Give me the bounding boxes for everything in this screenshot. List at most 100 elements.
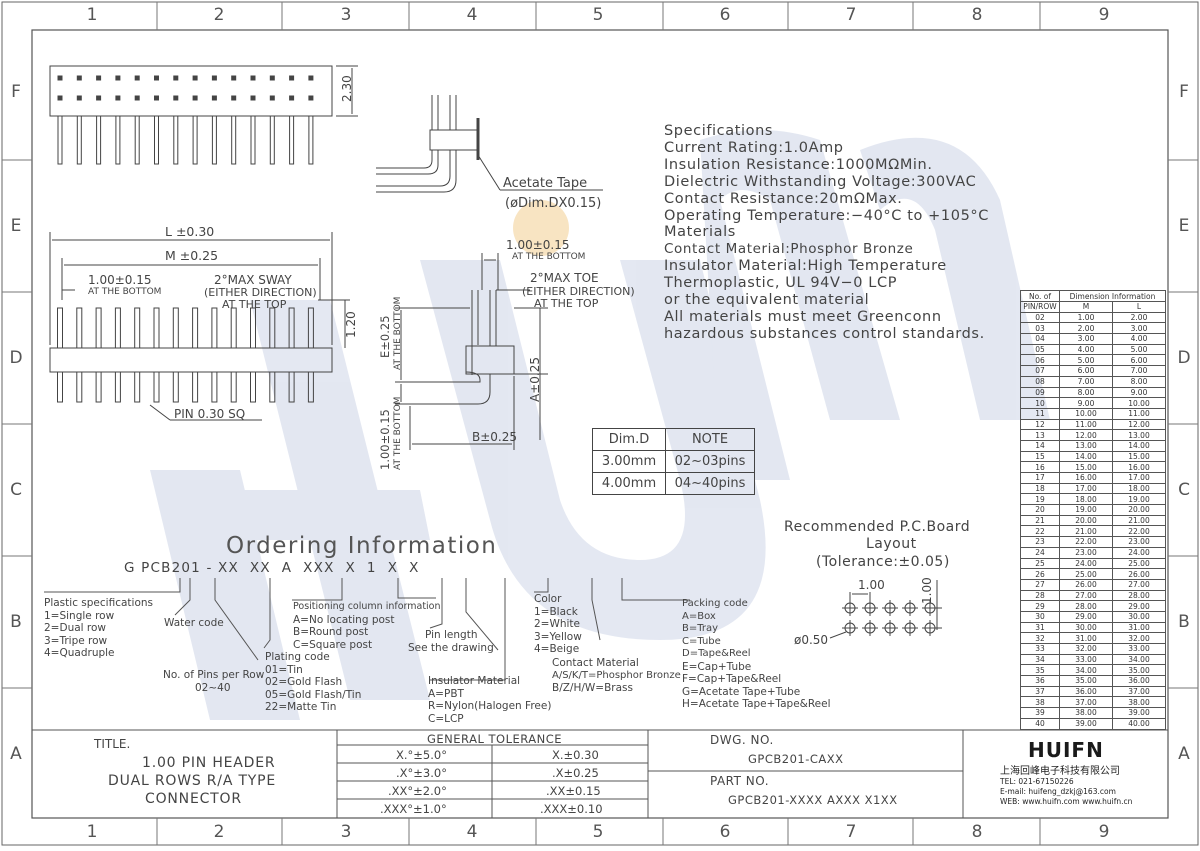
plating-opt: 05=Gold Flash/Tin (265, 688, 362, 701)
tolerance-linear: .X±0.25 (552, 766, 599, 780)
grid-col-3: 3 (340, 5, 352, 25)
tolerance-angle: X.°±5.0° (396, 748, 447, 762)
positioning-title: Positioning column information (293, 601, 441, 612)
spec-line: Materials (664, 224, 736, 240)
spec-line: Insulation Resistance:1000MΩMin. (664, 157, 933, 173)
tolerance-angle: .XX°±2.0° (388, 784, 447, 798)
grid-col-7-bottom: 7 (845, 822, 857, 842)
company-tel: TEL: 021-67150226 (1000, 777, 1074, 786)
dim-l-cell: 13.00 (1112, 429, 1166, 441)
toe-note-1: 2°MAX TOE (530, 271, 599, 285)
dim-l-cell: 4.00 (1112, 333, 1166, 345)
grid-col-8-bottom: 8 (971, 822, 983, 842)
spec-line: Current Rating:1.0Amp (664, 140, 844, 156)
title-line-1: 1.00 PIN HEADER (142, 755, 276, 771)
title-label: TITLE. (94, 737, 131, 751)
grid-col-1: 1 (86, 5, 98, 25)
spec-line: All materials must meet Greenconn (664, 309, 942, 325)
dim-table-header-dim: Dimension Information (1059, 290, 1166, 302)
grid-col-2-bottom: 2 (213, 822, 225, 842)
note-cell: 04~40pins (665, 472, 755, 495)
spec-line: Contact Resistance:20mΩMax. (664, 191, 903, 207)
dim-l-cell: 6.00 (1112, 354, 1166, 367)
dwg-number: GPCB201-CAXX (748, 752, 844, 766)
tolerance-linear: .XX±0.15 (546, 784, 601, 798)
grid-row-C-right: C (1178, 480, 1190, 500)
pcb-pitch-h: 1.00 (858, 578, 885, 592)
insulator-material: Insulator Material A=PBT R=Nylon(Halogen… (428, 675, 551, 725)
pcb-title-1: Recommended P.C.Board (784, 519, 971, 535)
tolerance-header: GENERAL TOLERANCE (427, 732, 563, 746)
grid-col-6: 6 (719, 5, 731, 25)
dim-l-cell: 12.00 (1112, 418, 1166, 431)
ordering-code: G PCB201 - XX XX A XXX X 1 X X (124, 560, 420, 576)
note-header: NOTE (665, 428, 755, 451)
tolerance-angle: .XXX°±1.0° (380, 802, 447, 816)
pins-per-row-range: 02~40 (195, 681, 231, 694)
dim-l-cell: 11.00 (1112, 407, 1166, 420)
grid-col-3-bottom: 3 (340, 822, 352, 842)
dim-l-cell: 9.00 (1112, 386, 1166, 399)
dim-d-cell: 4.00mm (592, 472, 666, 495)
grid-col-5-bottom: 5 (592, 822, 604, 842)
pin-length-note: See the drawing (408, 641, 494, 654)
positioning-opt: A=No locating post (293, 613, 395, 626)
packing-opt: C=Tube (682, 635, 721, 647)
dim-l-cell: 19.00 (1112, 493, 1166, 506)
grid-row-F-right: F (1179, 82, 1189, 102)
dim-d-table: Dim.D NOTE 3.00mm 02~03pins 4.00mm 04~40… (592, 428, 755, 495)
grid-col-9: 9 (1098, 5, 1110, 25)
company-web: WEB: www.huifn.com www.huifn.cn (1000, 797, 1133, 806)
dim-l-cell: 16.00 (1112, 461, 1166, 473)
grid-col-4: 4 (466, 5, 478, 25)
grid-col-6-bottom: 6 (719, 822, 731, 842)
plating-code: Plating code 01=Tin 02=Gold Flash 05=Gol… (265, 651, 361, 714)
insulator-opt: R=Nylon(Halogen Free) (428, 700, 552, 712)
pin-sq-note: PIN 0.30 SQ (174, 407, 246, 421)
pins-per-row-title: No. of Pins per Row (163, 669, 265, 681)
sway-note-2: (EITHER DIRECTION) (204, 286, 317, 299)
title-line-3: CONNECTOR (145, 791, 242, 807)
packing-opt: A=Box (682, 610, 716, 622)
grid-col-9-bottom: 9 (1098, 822, 1110, 842)
dim-d-header: Dim.D (592, 428, 666, 451)
dwg-label: DWG. NO. (710, 733, 774, 747)
note-cell: 02~03pins (665, 450, 755, 473)
packing-opt: B=Tray (682, 623, 719, 634)
ordering-title: Ordering Information (226, 533, 498, 559)
pcb-title-2: Layout (866, 536, 917, 552)
water-code: Water code (164, 617, 224, 629)
grid-col-8: 8 (971, 5, 983, 25)
acetate-note-2: (øDim.DX0.15) (505, 196, 602, 211)
packing-opt: E=Cap+Tube (682, 660, 752, 673)
dim-l-cell: 40.00 (1112, 717, 1166, 730)
insulator-opt: A=PBT (428, 687, 464, 700)
grid-row-D-right: D (1177, 348, 1191, 368)
color-opt: 2=White (534, 618, 581, 630)
plastic-spec: Plastic specifications 1=Single row 2=Du… (44, 597, 153, 660)
plastic-spec-title: Plastic specifications (44, 597, 153, 609)
pin-length-title: Pin length (425, 629, 478, 641)
dim-l-cell: 14.00 (1112, 439, 1166, 452)
grid-col-2: 2 (213, 5, 225, 25)
spec-line: Contact Material:Phosphor Bronze (664, 241, 914, 257)
grid-row-E-right: E (1178, 216, 1190, 236)
dim-l-cell: 18.00 (1112, 482, 1166, 495)
grid-row-D: D (9, 348, 23, 368)
grid-row-A-right: A (1178, 744, 1190, 764)
sway-note-3: AT THE TOP (222, 298, 287, 311)
pcb-hole: ø0.50 (794, 633, 829, 647)
grid-row-A: A (10, 744, 22, 764)
tolerance-linear: .XXX±0.10 (540, 802, 603, 816)
pcb-title-3: (Tolerance:±0.05) (816, 554, 950, 570)
